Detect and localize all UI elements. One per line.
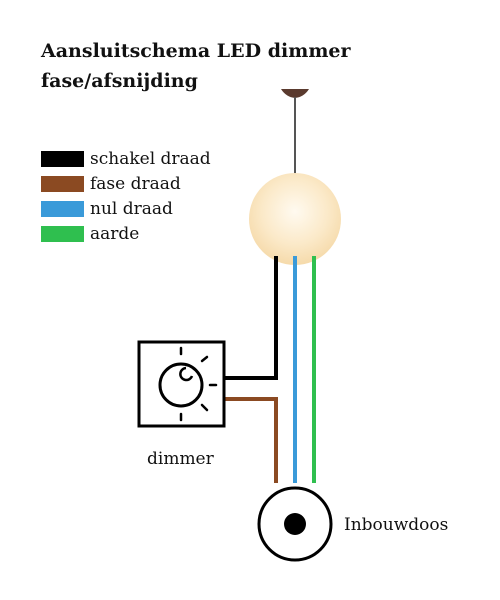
ceiling-lamp-icon xyxy=(249,89,341,265)
legend-label: fase draad xyxy=(90,173,181,194)
legend-label: schakel draad xyxy=(90,148,211,169)
page-title: Aansluitschema LED dimmer fase/afsnijdin… xyxy=(41,36,371,96)
legend-label: aarde xyxy=(90,223,140,244)
dimmer-label: dimmer xyxy=(147,449,214,469)
legend-swatch xyxy=(41,150,84,167)
legend-swatch xyxy=(41,200,84,217)
legend-swatch xyxy=(41,225,84,242)
legend-item-switch-wire: schakel draad xyxy=(41,146,211,171)
wire-phase xyxy=(224,397,278,483)
junction-box-label: Inbouwdoos xyxy=(344,515,449,535)
legend-item-neutral-wire: nul draad xyxy=(41,196,211,221)
title-line-1: Aansluitschema LED dimmer xyxy=(41,40,351,62)
legend-item-earth-wire: aarde xyxy=(41,221,211,246)
title-line-2: fase/afsnijding xyxy=(41,70,198,92)
junction-box-icon xyxy=(257,486,333,562)
legend-item-phase-wire: fase draad xyxy=(41,171,211,196)
dimmer-knob-icon xyxy=(137,340,226,428)
wire-switch xyxy=(224,256,278,380)
legend: schakel draad fase draad nul draad aarde xyxy=(41,146,211,246)
legend-label: nul draad xyxy=(90,198,173,219)
legend-swatch xyxy=(41,175,84,192)
